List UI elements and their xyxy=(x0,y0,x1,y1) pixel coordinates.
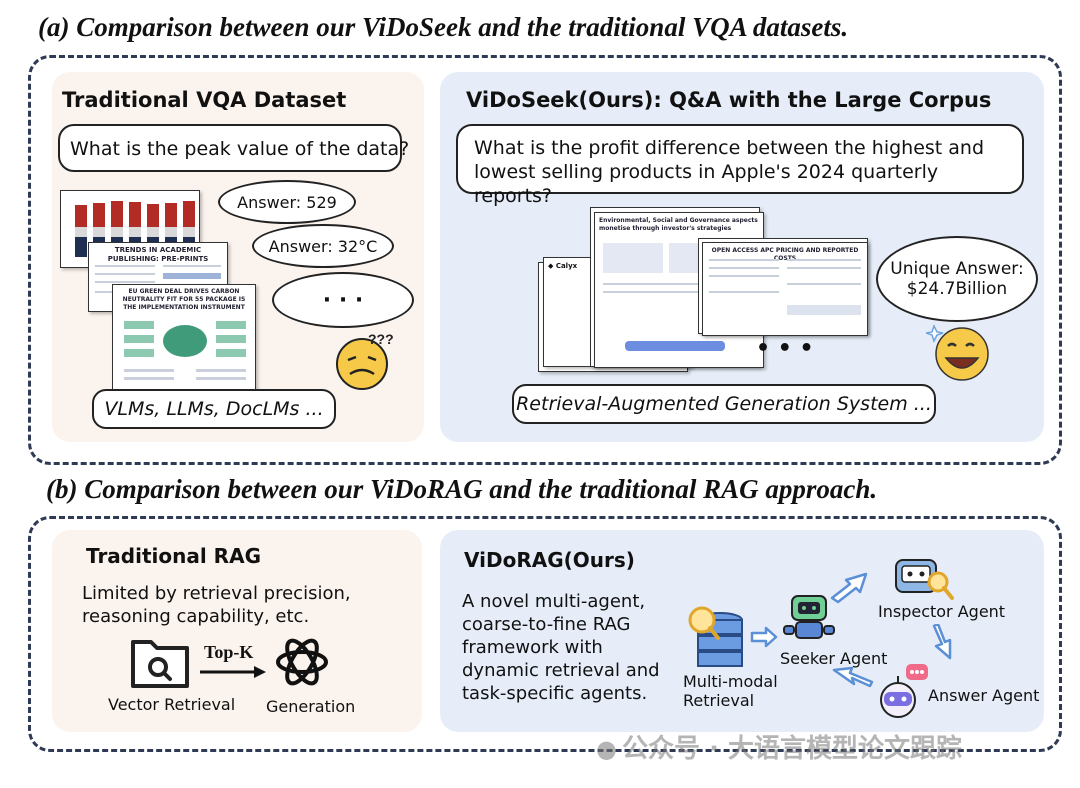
vidorag-description: A novel multi-agent, coarse-to-fine RAG … xyxy=(462,591,660,704)
retrieval-to-seeker-arrow-icon xyxy=(750,626,778,648)
inspector-to-answer-arrow-icon xyxy=(932,624,952,660)
models-pill: VLMs, LLMs, DocLMs ... xyxy=(92,389,336,429)
vidoseek-question-box: What is the profit difference between th… xyxy=(456,124,1024,207)
calyx-logo: ◆ Calyx xyxy=(548,262,578,270)
answer-bubble-ellipsis: · · · xyxy=(272,272,414,328)
multimodal-database-icon xyxy=(688,606,743,667)
section-b-frame xyxy=(28,516,1062,752)
bar-chart-thumbnail xyxy=(61,191,199,267)
answer-529-text: Answer: 529 xyxy=(237,192,337,212)
answer-to-seeker-arrow-icon xyxy=(832,666,874,688)
rag-system-pill: Retrieval-Augmented Generation System ..… xyxy=(512,384,936,424)
green-deal-doc-title: EU GREEN DEAL DRIVES CARBON NEUTRALITY F… xyxy=(122,288,246,311)
vidoseek-title: ViDoSeek(Ours): Q&A with the Large Corpu… xyxy=(466,88,992,112)
green-deal-document: EU GREEN DEAL DRIVES CARBON NEUTRALITY F… xyxy=(112,284,256,396)
multimodal-retrieval-label: Multi-modal Retrieval xyxy=(683,672,778,710)
section-a-frame xyxy=(28,55,1062,465)
vector-retrieval-label: Vector Retrieval xyxy=(108,695,236,714)
happy-face-icon xyxy=(926,324,989,381)
apc-pricing-document: OPEN ACCESS APC PRICING AND REPORTED COS… xyxy=(702,242,868,336)
traditional-vqa-title: Traditional VQA Dataset xyxy=(62,88,347,112)
rag-system-text: Retrieval-Augmented Generation System ..… xyxy=(516,393,932,415)
answer-bubble-32c: Answer: 32°C xyxy=(252,224,394,268)
answer-32c-text: Answer: 32°C xyxy=(268,236,378,256)
section-a-title: (a) Comparison between our ViDoSeek and … xyxy=(38,12,849,42)
wechat-icon: ● xyxy=(596,735,617,763)
traditional-rag-description: Limited by retrieval precision, reasonin… xyxy=(82,583,351,627)
confused-marks: ??? xyxy=(368,331,394,347)
section-b-title: (b) Comparison between our ViDoRAG and t… xyxy=(46,474,878,504)
vidorag-title: ViDoRAG(Ours) xyxy=(464,548,635,572)
models-text: VLMs, LLMs, DocLMs ... xyxy=(104,398,324,420)
watermark-text: 公众号 · 大语言模型论文跟踪 xyxy=(622,734,963,764)
inspector-agent-label: Inspector Agent xyxy=(878,602,1006,621)
top-k-label: Top-K xyxy=(204,642,254,662)
traditional-rag-panel xyxy=(52,530,422,732)
vqa-question-text: What is the peak value of the data? xyxy=(70,138,410,160)
green-deal-diagram xyxy=(124,321,246,380)
seeker-robot-icon xyxy=(783,595,835,639)
vidoseek-question-text: What is the profit difference between th… xyxy=(474,137,985,207)
apc-doc-title: OPEN ACCESS APC PRICING AND REPORTED COS… xyxy=(711,247,859,262)
answer-ellipsis-text: · · · xyxy=(322,287,364,313)
traditional-rag-title: Traditional RAG xyxy=(86,544,261,568)
answer-robot-icon xyxy=(880,664,928,718)
folder-search-icon xyxy=(131,640,189,688)
seeker-to-inspector-arrow-icon xyxy=(830,572,868,604)
esg-doc-title: Environmental, Social and Governance asp… xyxy=(599,217,758,232)
bar-chart-document xyxy=(60,190,200,268)
seeker-agent-label: Seeker Agent xyxy=(780,649,888,668)
preprints-doc-title: TRENDS IN ACADEMIC PUBLISHING: PRE-PRINT… xyxy=(107,246,209,263)
watermark: ● 公众号 · 大语言模型论文跟踪 xyxy=(596,728,962,765)
vqa-question-box: What is the peak value of the data? xyxy=(58,124,409,172)
more-docs-ellipsis: • • • xyxy=(756,336,814,361)
inspector-robot-icon xyxy=(895,559,954,600)
unique-answer-label: Unique Answer: xyxy=(890,259,1024,279)
confused-face-icon: ??? xyxy=(336,331,394,390)
unique-answer-value: $24.7Billion xyxy=(906,279,1008,299)
answer-bubble-529: Answer: 529 xyxy=(218,180,356,224)
top-k-arrow-icon xyxy=(200,666,266,678)
answer-agent-label: Answer Agent xyxy=(928,686,1040,705)
generation-label: Generation xyxy=(266,697,356,716)
unique-answer-bubble: Unique Answer: $24.7Billion xyxy=(876,236,1038,322)
generation-model-icon xyxy=(276,638,328,686)
